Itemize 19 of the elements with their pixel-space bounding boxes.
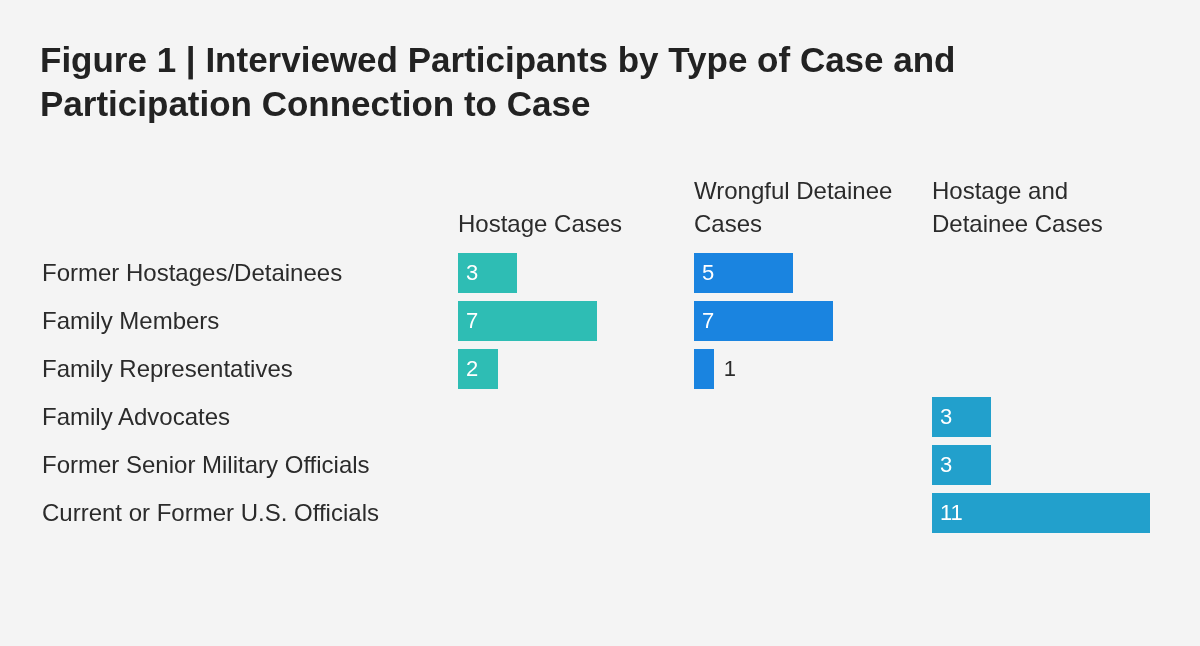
row-label: Family Representatives xyxy=(42,354,293,384)
value-label: 3 xyxy=(466,259,479,287)
column-header: Wrongful Detainee Cases xyxy=(694,176,894,239)
value-label: 7 xyxy=(702,307,715,335)
value-label: 1 xyxy=(723,355,737,383)
column-header: Hostage Cases xyxy=(458,209,624,239)
row-label: Former Hostages/Detainees xyxy=(42,258,343,288)
row-label: Family Members xyxy=(42,306,220,336)
column-header: Hostage and Detainee Cases xyxy=(932,176,1104,239)
value-label: 11 xyxy=(940,499,963,527)
value-label: 5 xyxy=(702,259,715,287)
row-label: Family Advocates xyxy=(42,402,231,432)
value-label: 3 xyxy=(940,451,953,479)
chart-title: Figure 1 | Interviewed Participants by Type of Case and Participation Connection to Case xyxy=(40,39,957,125)
value-label: 2 xyxy=(466,355,479,383)
row-label: Current or Former U.S. Officials xyxy=(42,498,379,528)
value-label: 7 xyxy=(466,307,479,335)
value-label: 3 xyxy=(940,403,953,431)
row-label: Former Senior Military Officials xyxy=(42,450,370,480)
